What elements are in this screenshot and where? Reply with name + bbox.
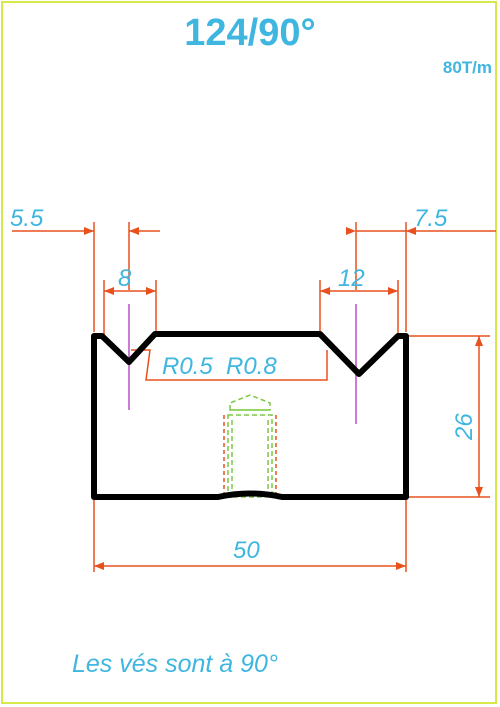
- dim-left-v-width: 8: [118, 265, 132, 292]
- dim-radii: R0.5 R0.8: [162, 353, 277, 380]
- tonnage-label: 80T/m: [442, 58, 492, 77]
- footer-note: Les vés sont à 90°: [72, 650, 278, 678]
- punch-outline: [227, 394, 273, 498]
- dim-width: 50: [233, 537, 260, 564]
- dim-left-offset: 5.5: [10, 205, 44, 232]
- dimension-arrows: [84, 227, 483, 570]
- die-title: 124/90°: [184, 12, 316, 54]
- center-lines: [128, 304, 357, 424]
- dim-height: 26: [451, 413, 478, 441]
- dim-right-offset: 7.5: [414, 205, 448, 232]
- die-profile: [91, 331, 409, 500]
- dim-right-v-width: 12: [338, 265, 365, 292]
